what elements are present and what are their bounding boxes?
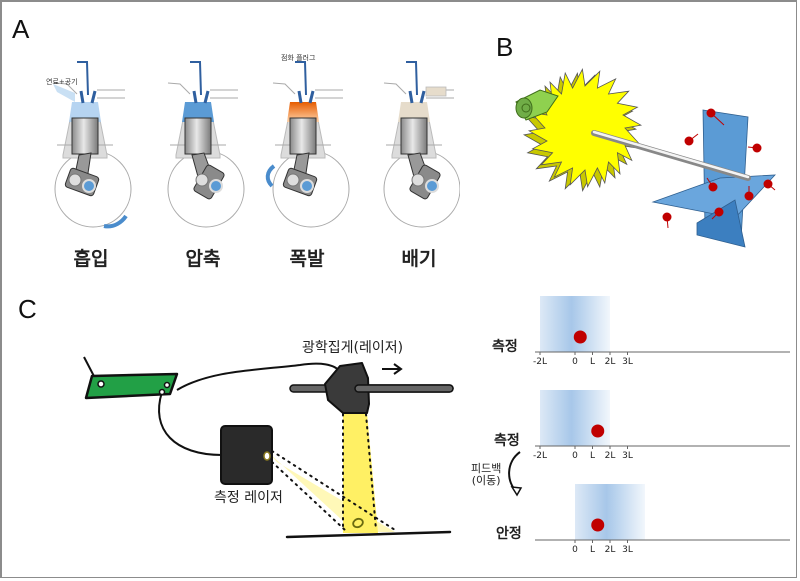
tick-label: 2L <box>604 451 616 461</box>
panel-c-letter: C <box>18 294 37 324</box>
panel-b-letter: B <box>496 32 514 62</box>
tick-label: -2L <box>533 357 547 367</box>
particle-7 <box>662 212 672 222</box>
measurement-laser-box <box>220 425 273 485</box>
particle-position <box>591 424 605 438</box>
move-arrow <box>382 363 403 375</box>
tick-label: 3L <box>622 545 633 555</box>
rotation-arrow-intake <box>103 214 128 229</box>
trap-potential-band <box>540 296 610 352</box>
tick-label: -2L <box>533 451 547 461</box>
engine-stage-2 <box>272 61 350 228</box>
spark-plug-label: 점화 플러그 <box>281 54 316 62</box>
feedback-label-line2: (이동) <box>471 474 501 487</box>
tick-label: 0 <box>572 545 578 555</box>
tick-label: 2L <box>604 545 616 555</box>
optical-tweezers-setup <box>83 356 454 539</box>
wire-down <box>158 391 223 456</box>
tick-label: 3L <box>622 357 633 367</box>
wire-top <box>176 362 341 391</box>
vane-front <box>696 199 746 248</box>
particle-4 <box>763 179 773 189</box>
controller-board <box>84 372 179 400</box>
vane-horizontal <box>651 174 776 219</box>
feedback-label: 피드백 (이동) <box>471 463 501 487</box>
tick-label: 3L <box>622 451 633 461</box>
rotation-arrow-power <box>265 164 276 188</box>
trap-potential-band <box>540 390 610 446</box>
engine-stage-3 <box>383 61 460 228</box>
surface <box>285 530 452 539</box>
particle-5 <box>744 191 754 201</box>
optical-tweezers-label: 광학집게(레이저) <box>302 340 404 356</box>
particle-3 <box>708 182 718 192</box>
plot-label-measure-1: 측정 <box>492 339 518 355</box>
position-plots <box>508 296 790 543</box>
tick-label: L <box>589 545 596 555</box>
position-plot-0 <box>535 296 790 355</box>
optical-tweezer-head <box>324 362 370 414</box>
particle-position <box>591 518 605 532</box>
stage-label-power: 폭발 <box>289 248 325 270</box>
tick-label: 0 <box>572 451 578 461</box>
position-plot-1 <box>535 390 790 449</box>
particle-position <box>573 330 587 344</box>
plot-label-stable: 안정 <box>496 526 522 542</box>
tick-label: 2L <box>604 357 616 367</box>
feedback-arrow <box>508 451 521 493</box>
panel-a-letter: A <box>12 14 30 44</box>
particle-0 <box>706 108 716 118</box>
trap-potential-band <box>575 484 645 540</box>
measurement-laser-label: 측정 레이저 <box>214 490 283 506</box>
ratchet-diagram <box>515 68 776 248</box>
tick-label: L <box>589 451 596 461</box>
engine-stage-0 <box>53 61 132 228</box>
fuel-air-label: 연료+공기 <box>46 78 78 86</box>
tick-label: 0 <box>572 357 578 367</box>
feedback-label-line1: 피드백 <box>471 462 502 475</box>
engine-cycle-diagram <box>53 61 460 229</box>
engine-stage-1 <box>167 61 245 228</box>
particle-6 <box>714 207 724 217</box>
stage-label-exhaust: 배기 <box>401 248 437 270</box>
particle-2 <box>752 143 762 153</box>
position-plot-2 <box>535 484 790 543</box>
plot-label-measure-2: 측정 <box>494 433 520 449</box>
tick-label: L <box>589 357 596 367</box>
pawl <box>515 89 559 121</box>
particle-1 <box>684 136 694 146</box>
stage-label-compression: 압축 <box>185 248 221 270</box>
tweezer-laser-beam <box>343 413 378 533</box>
trapped-bead <box>352 517 364 529</box>
stage-label-intake: 흡입 <box>73 248 109 270</box>
feedback-arrowhead <box>510 486 523 497</box>
